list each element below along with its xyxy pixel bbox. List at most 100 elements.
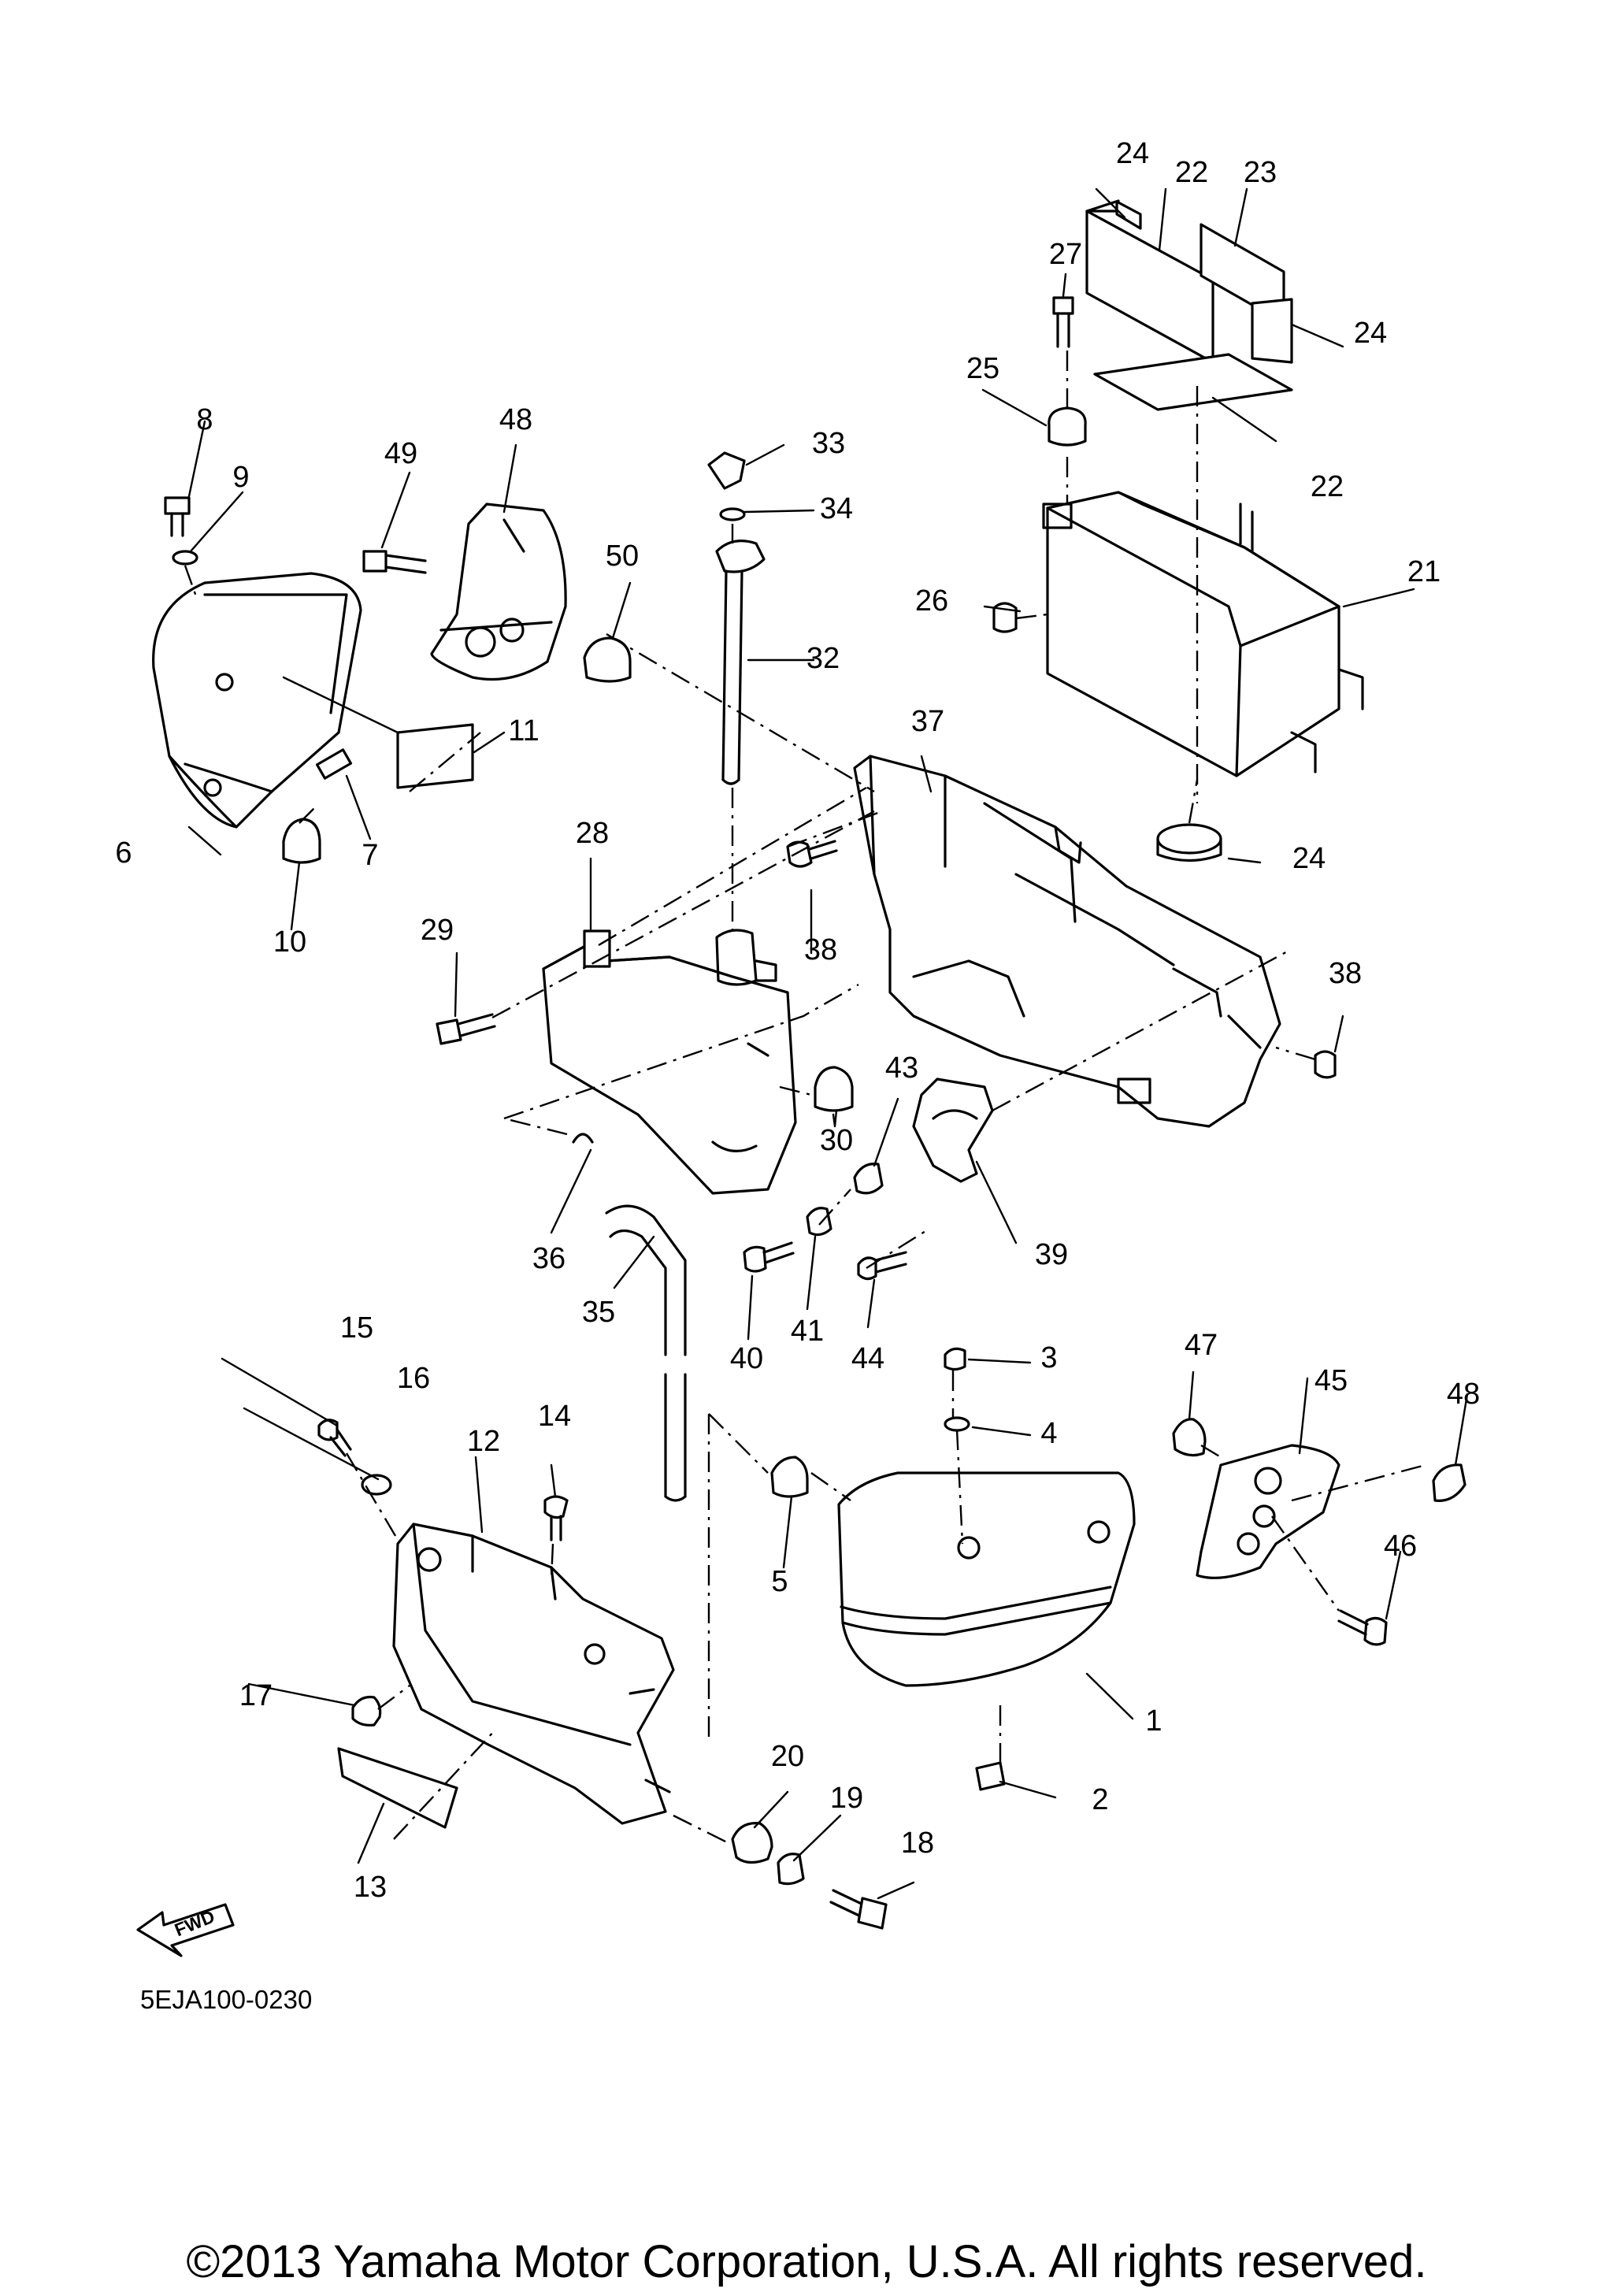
grommet-42 xyxy=(853,1163,884,1195)
grommet-46 xyxy=(1172,1418,1207,1457)
label-11 xyxy=(396,723,474,789)
dipstick-assembly xyxy=(707,451,766,785)
callout-15: 15 xyxy=(340,1311,373,1345)
callout-9: 9 xyxy=(232,461,249,494)
callout-43: 44 xyxy=(851,1342,884,1375)
screw-15 xyxy=(317,1419,339,1441)
callout-32: 32 xyxy=(806,642,840,675)
collar-47 xyxy=(1432,1463,1467,1502)
callout-33: 33 xyxy=(812,427,845,460)
plate-assembly-44 xyxy=(1172,1418,1467,1646)
cover-assembly-left xyxy=(152,496,474,864)
callout-24b: 24 xyxy=(1354,317,1387,350)
oil-tank-29 xyxy=(542,944,797,1195)
callout-6: 6 xyxy=(115,836,132,870)
callout-27: 26 xyxy=(915,584,948,618)
copyright-notice: ©2013 Yamaha Motor Corporation, U.S.A. A… xyxy=(186,2236,1427,2287)
clip-7 xyxy=(315,748,353,780)
callout-29: 28 xyxy=(576,817,609,850)
callout-26: 25 xyxy=(966,352,999,385)
grommet-31 xyxy=(814,1066,854,1112)
callout-36: 36 xyxy=(532,1242,565,1275)
washer-4 xyxy=(944,1416,970,1432)
callout-25: 24 xyxy=(1292,842,1326,875)
clip-36 xyxy=(572,1133,594,1144)
callout-11: 11 xyxy=(508,714,539,747)
callout-44: 45 xyxy=(1315,1364,1348,1397)
alignment-lines xyxy=(184,351,1426,1845)
clip-2 xyxy=(975,1761,1006,1791)
collar-19 xyxy=(777,1853,805,1886)
battery-pad-22 xyxy=(1085,210,1214,364)
callout-8: 8 xyxy=(196,403,213,436)
bolt-30 xyxy=(436,1018,462,1045)
callout-50: 50 xyxy=(606,540,639,573)
hose-35 xyxy=(605,1204,687,1356)
callout-40: 40 xyxy=(730,1342,763,1375)
battery-pad-24 xyxy=(1251,298,1293,364)
clamp-39 xyxy=(912,1078,994,1183)
callout-19: 19 xyxy=(830,1782,863,1815)
callout-37: 37 xyxy=(911,705,944,738)
callout-13: 13 xyxy=(354,1871,387,1904)
callout-47: 48 xyxy=(1447,1378,1480,1411)
washer-9 xyxy=(172,550,198,566)
callout-48: 48 xyxy=(499,403,532,436)
bracket-48 xyxy=(430,503,567,681)
plate-44 xyxy=(1196,1444,1340,1579)
cover-6 xyxy=(152,572,362,829)
battery-pad-22b xyxy=(1093,353,1293,411)
grommet-17 xyxy=(351,1695,382,1727)
grommet-5 xyxy=(770,1456,809,1498)
callout-31: 30 xyxy=(820,1124,853,1157)
bolt-49 xyxy=(362,550,387,573)
bolt-45 xyxy=(1363,1616,1388,1646)
oil-tank-assembly xyxy=(436,929,854,1502)
grommet-25 xyxy=(1156,823,1222,855)
callout-22b: 22 xyxy=(1311,470,1344,503)
callout-18: 18 xyxy=(901,1827,934,1860)
callout-41: 41 xyxy=(791,1315,824,1348)
grommet-50 xyxy=(583,636,632,683)
bolt-38b xyxy=(1314,1050,1337,1079)
callout-39: 39 xyxy=(1035,1238,1068,1271)
label-13 xyxy=(337,1747,458,1829)
callout-12: 12 xyxy=(467,1425,500,1458)
callout-22: 22 xyxy=(1175,156,1208,189)
leader-lines xyxy=(187,187,1469,1900)
callout-16: 16 xyxy=(397,1362,430,1395)
cap-32 xyxy=(715,540,766,573)
callout-5: 5 xyxy=(771,1565,788,1598)
callout-38b: 38 xyxy=(1329,957,1362,990)
bracket-assembly-12 xyxy=(317,1419,888,1930)
callout-20: 20 xyxy=(771,1740,804,1773)
callout-14: 14 xyxy=(538,1400,571,1433)
callout-42: 43 xyxy=(885,1052,918,1085)
oring-34 xyxy=(719,507,746,521)
callout-35: 35 xyxy=(582,1296,615,1329)
grommet-26 xyxy=(1048,406,1087,447)
bracket-assembly-48 xyxy=(362,503,632,683)
callout-10: 10 xyxy=(273,925,306,959)
callout-45: 46 xyxy=(1384,1530,1417,1563)
bolt-14 xyxy=(543,1495,569,1519)
side-cover-1 xyxy=(837,1471,1136,1687)
callout-labels: 24 22 23 27 24 25 22 21 26 24 8 9 6 7 10… xyxy=(115,137,1480,1904)
grommet-20 xyxy=(731,1822,773,1864)
battery-box-assembly xyxy=(992,199,1364,862)
callout-17: 17 xyxy=(239,1679,273,1712)
bolt-28 xyxy=(1052,296,1074,315)
bolt-8 xyxy=(164,496,191,515)
forward-arrow-icon: FWD xyxy=(136,1903,235,1957)
frame-bracket xyxy=(853,755,1281,1128)
callout-28: 27 xyxy=(1049,238,1082,271)
side-cover-assembly xyxy=(770,1347,1136,1791)
callout-2: 2 xyxy=(1092,1783,1108,1816)
callout-4: 4 xyxy=(1040,1417,1057,1450)
washer-16 xyxy=(361,1474,392,1496)
bolt-40 xyxy=(743,1245,767,1273)
diagram-reference-code: 5EJA100-0230 xyxy=(140,1985,313,2014)
callout-1: 1 xyxy=(1145,1704,1162,1738)
cap-33 xyxy=(707,451,746,490)
